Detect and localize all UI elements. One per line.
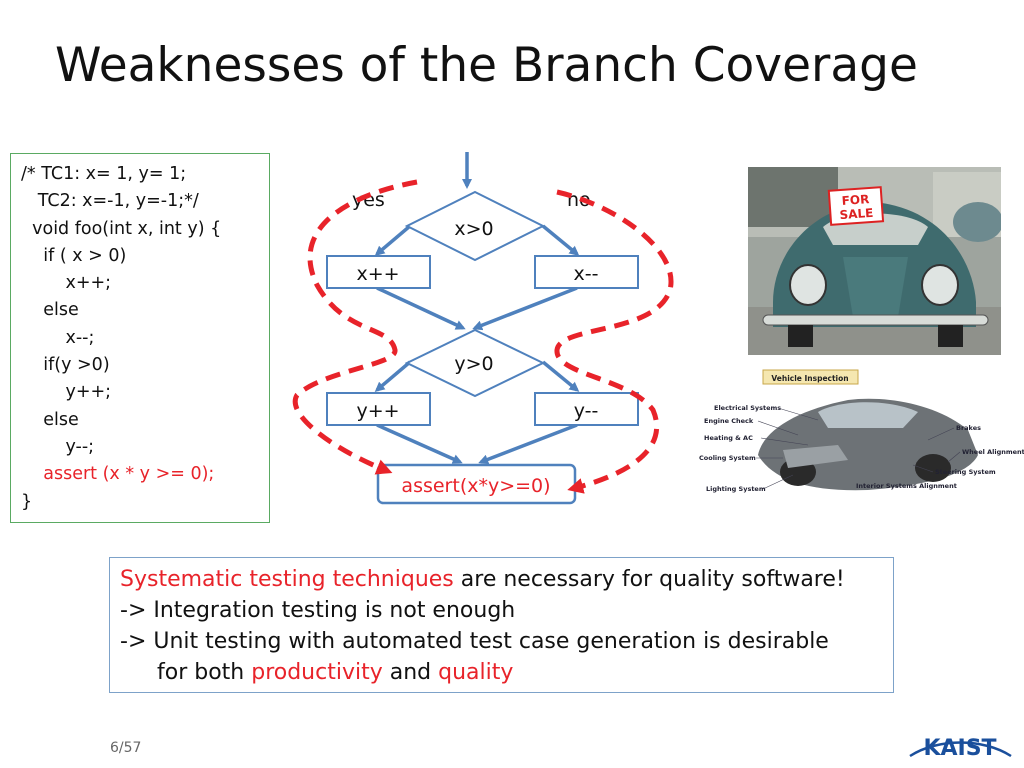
diagram-label: Steering System — [935, 468, 996, 476]
diagram-label: Heating & AC — [704, 434, 753, 442]
test-path-tc1 — [292, 179, 418, 475]
code-line: void foo(int x, int y) { — [21, 218, 222, 239]
code-line: /* TC1: x= 1, y= 1; — [21, 164, 187, 184]
code-line-assert: assert (x * y >= 0); — [21, 464, 215, 485]
note-line-2: -> Integration testing is not enough — [120, 598, 516, 623]
diagram-label: Brakes — [956, 424, 981, 432]
note-highlight: quality — [438, 660, 514, 685]
diagram-label: Lighting System — [706, 485, 766, 493]
note-text: are necessary for quality software! — [453, 567, 845, 592]
diagram-label: Wheel Alignment — [962, 448, 1024, 456]
node-x-increment — [326, 255, 431, 289]
decision-label-y: y>0 — [454, 353, 493, 375]
diagram-label: Engine Check — [704, 417, 754, 425]
node-x-increment-label: x++ — [356, 263, 399, 285]
code-line: } — [21, 491, 33, 512]
code-line: if(y >0) — [21, 355, 110, 376]
diagram-label: Cooling System — [699, 454, 756, 462]
code-line: else — [21, 300, 79, 321]
code-line: if ( x > 0) — [21, 245, 127, 266]
node-y-increment-label: y++ — [356, 400, 399, 422]
node-y-decrement-label: y-- — [574, 400, 599, 422]
note-line-4: for both productivity and quality — [120, 657, 883, 688]
kaist-logo: KAIST — [909, 736, 1012, 761]
decision-label-x: x>0 — [454, 218, 493, 240]
for-sale-sign-line2: SALE — [839, 206, 874, 222]
diagram-title: Vehicle Inspection — [771, 374, 848, 383]
node-assert-label: assert(x*y>=0) — [401, 475, 550, 497]
note-highlight: productivity — [251, 660, 383, 685]
node-x-decrement — [534, 255, 639, 289]
kaist-logo-text: KAIST — [923, 736, 996, 761]
for-sale-sign-line1: FOR — [841, 192, 870, 208]
decision-node-x — [404, 190, 546, 262]
code-line: y--; — [21, 436, 95, 457]
car-for-sale-photo: FOR SALE — [748, 167, 1001, 355]
slide-title: Weaknesses of the Branch Coverage — [55, 38, 918, 93]
diagram-label: Electrical Systems — [714, 404, 781, 412]
code-line: y++; — [21, 382, 112, 403]
test-path-tc2 — [554, 189, 674, 494]
node-x-decrement-label: x-- — [574, 263, 599, 285]
node-y-decrement — [534, 392, 639, 426]
code-line: x++; — [21, 273, 112, 294]
note-line-3: -> Unit testing with automated test case… — [120, 629, 829, 654]
yes-label: yes — [352, 189, 385, 211]
note-text: and — [382, 660, 439, 685]
code-line: x--; — [21, 327, 95, 348]
code-listing: /* TC1: x= 1, y= 1; TC2: x=-1, y=-1;*/ v… — [10, 153, 270, 523]
vehicle-inspection-diagram: Vehicle Inspection Electrical Systems En… — [688, 360, 1024, 510]
for-sale-sign: FOR SALE — [827, 186, 885, 226]
no-label: no — [567, 189, 591, 211]
control-flow-diagram: x>0 x++ x-- y>0 y++ y-- assert(x*y>=0) y… — [292, 152, 674, 505]
note-highlight: Systematic testing techniques — [120, 567, 454, 592]
summary-note-box: Systematic testing techniques are necess… — [109, 557, 894, 693]
note-line-1: Systematic testing techniques are necess… — [120, 564, 883, 595]
note-text: for both — [157, 660, 252, 685]
page-number: 6/57 — [110, 740, 142, 756]
node-y-increment — [326, 392, 431, 426]
decision-node-y — [404, 328, 546, 398]
code-line: else — [21, 409, 79, 430]
flow-arrows — [374, 152, 580, 465]
diagram-label: Interior Systems Alignment — [856, 482, 957, 490]
code-line: TC2: x=-1, y=-1;*/ — [21, 191, 199, 212]
